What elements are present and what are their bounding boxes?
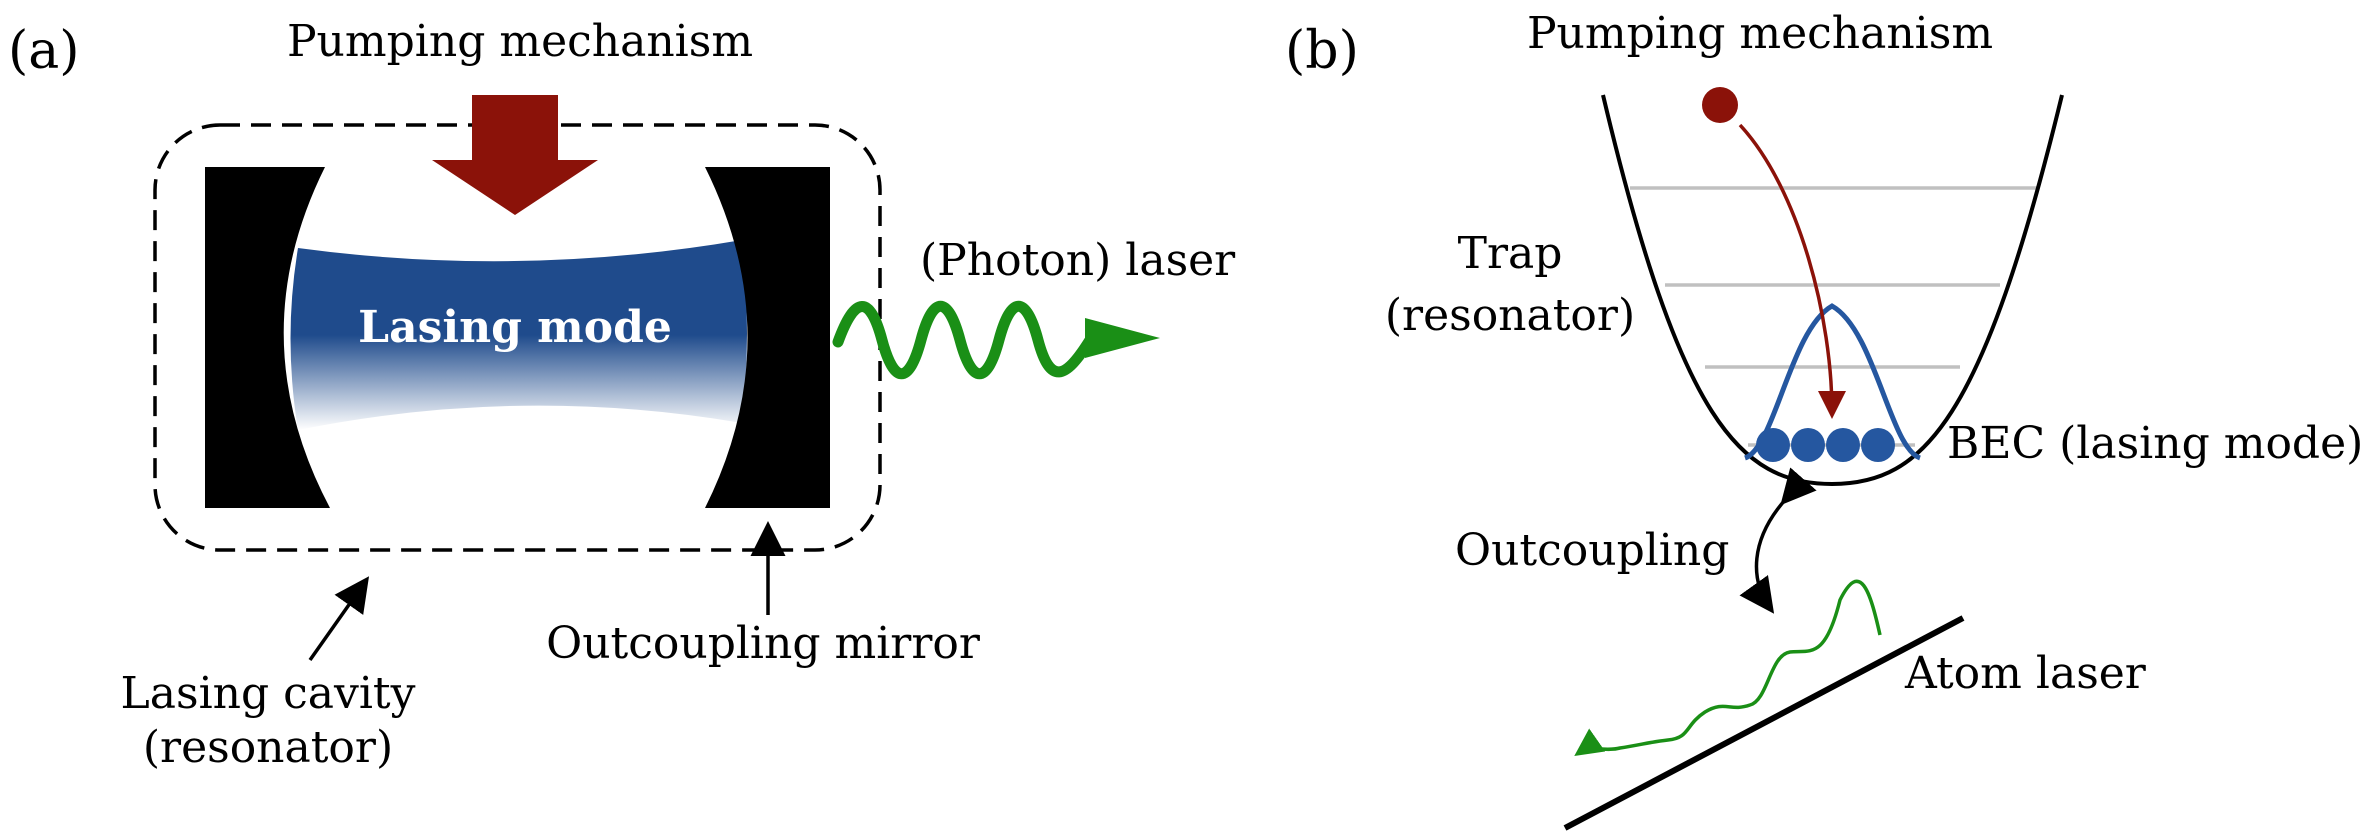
bec-lasing-mode-label: BEC (lasing mode) xyxy=(1947,418,2363,469)
outcoupling-mirror xyxy=(705,167,830,508)
lasing-cavity-label: Lasing cavity xyxy=(121,668,416,719)
trap-label: Trap xyxy=(1458,228,1563,279)
outcoupling-label: Outcoupling xyxy=(1455,525,1729,576)
panel-a-label: (a) xyxy=(8,21,80,81)
pump-arrow xyxy=(432,95,598,215)
outcoupling-double-arrow xyxy=(1739,467,1817,614)
lasing-mode-beam xyxy=(290,240,747,430)
outcoupling-mirror-label: Outcoupling mirror xyxy=(546,618,981,669)
bec-wavefunction xyxy=(1743,303,1922,461)
trap-label-resonator: (resonator) xyxy=(1385,290,1635,341)
panel-a: (a) Pumping mechanism Lasing mode (Photo… xyxy=(8,16,1236,773)
pumping-mechanism-label: Pumping mechanism xyxy=(287,16,753,67)
bec-atom xyxy=(1826,428,1860,462)
bec-atom xyxy=(1861,428,1895,462)
left-mirror xyxy=(205,167,330,508)
bec-atom xyxy=(1756,428,1790,462)
atom-laser-wave xyxy=(1574,579,1882,757)
cavity-pointer-arrow xyxy=(308,576,370,662)
panel-b: (b) Pumping mechanism Trap (resonator) B… xyxy=(1285,8,2363,831)
atom-laser-surface xyxy=(1563,615,1965,831)
photon-laser-label: (Photon) laser xyxy=(920,235,1236,286)
bec-atoms xyxy=(1756,428,1895,462)
pump-trajectory-arrow xyxy=(1738,123,1846,419)
lasing-mode-label: Lasing mode xyxy=(358,302,672,353)
photon-laser-wave xyxy=(832,301,1096,379)
bec-atom xyxy=(1791,428,1825,462)
pumping-mechanism-label-b: Pumping mechanism xyxy=(1527,8,1993,59)
trap-potential xyxy=(1601,94,2064,487)
atom-laser-label: Atom laser xyxy=(1904,648,2147,699)
photon-laser-arrowhead xyxy=(1085,318,1160,358)
lasing-cavity-label-resonator: (resonator) xyxy=(143,722,393,773)
panel-b-label: (b) xyxy=(1285,21,1359,81)
pumped-atom xyxy=(1702,87,1738,123)
